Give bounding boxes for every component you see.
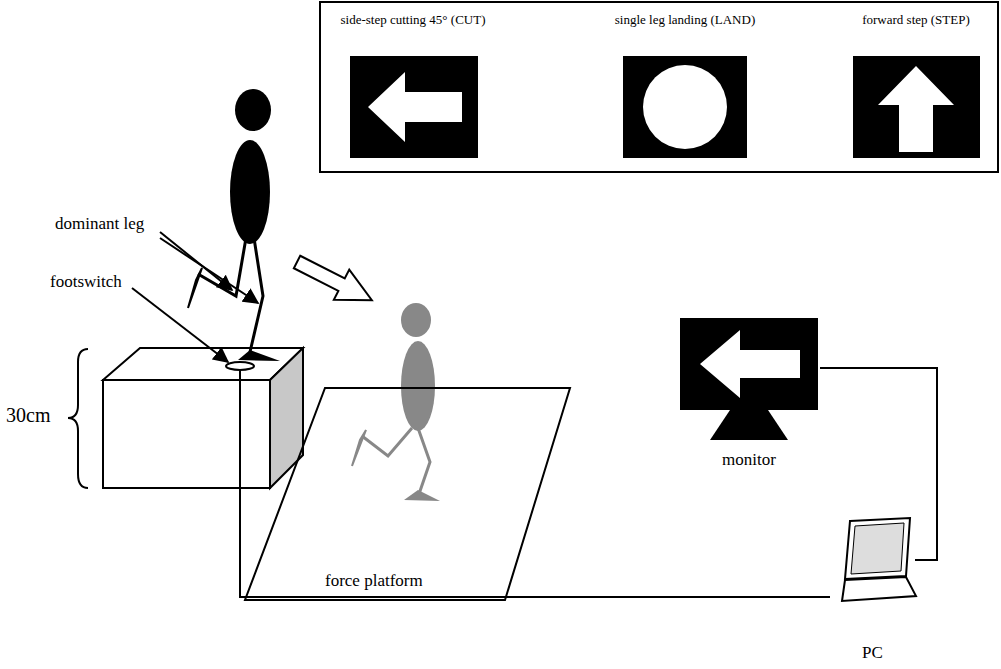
cue-caption: forward step (STEP) [853,12,980,28]
part-name: footswitch [50,272,122,291]
circle-icon [643,65,727,149]
body [401,341,435,431]
box-top [103,348,303,380]
up-arrow-icon [878,66,954,152]
label-holder: footswitch [50,272,122,292]
body [230,140,270,244]
laptop: PC [830,515,915,667]
dimension: 30cm [6,404,50,426]
label-holder: dominant leg [55,214,144,234]
stance-leg [418,428,430,494]
leader-line [132,288,228,362]
stance-leg [250,238,263,352]
monitor-screen [680,318,818,410]
laptop-display [851,523,904,574]
platform-outline [245,388,570,600]
leader-line [160,238,258,303]
head [401,303,431,337]
foot [238,350,280,361]
cue-caption: side-step cutting 45° (CUT) [337,12,490,28]
left-arrow-icon [368,72,462,142]
footswitch [226,362,254,370]
cue-icon: side-step cutting 45° (CUT) [337,8,490,160]
dimension-brace [68,349,88,488]
left-arrow-icon [700,330,800,398]
swing-leg [362,428,412,456]
label-holder: 30cm [6,404,50,427]
platform-outline [245,388,570,600]
force-platform: force platform [245,388,570,600]
part-name: dominant leg [55,214,144,233]
cue-square [853,56,980,158]
node-label: force platform [325,571,423,591]
laptop-screen [845,518,910,579]
cue-icon: forward step (STEP) [853,8,980,160]
cue-panel [320,2,998,172]
foot [188,268,202,308]
node-label: PC [830,643,915,663]
movement-arrow [289,247,379,315]
head [235,89,271,131]
box-side [270,348,303,488]
signal-cable [820,368,937,560]
box-front [103,380,270,488]
cue-icon: single leg landing (LAND) [611,8,759,160]
foot [352,430,366,466]
cue-caption: single leg landing (LAND) [611,12,759,28]
foot [404,490,440,501]
monitor-stand [710,410,788,440]
laptop-base [842,577,916,601]
cue-square [350,56,478,158]
cue-square [623,56,747,158]
node-label: monitor [678,450,820,470]
monitor: monitor [678,316,820,476]
